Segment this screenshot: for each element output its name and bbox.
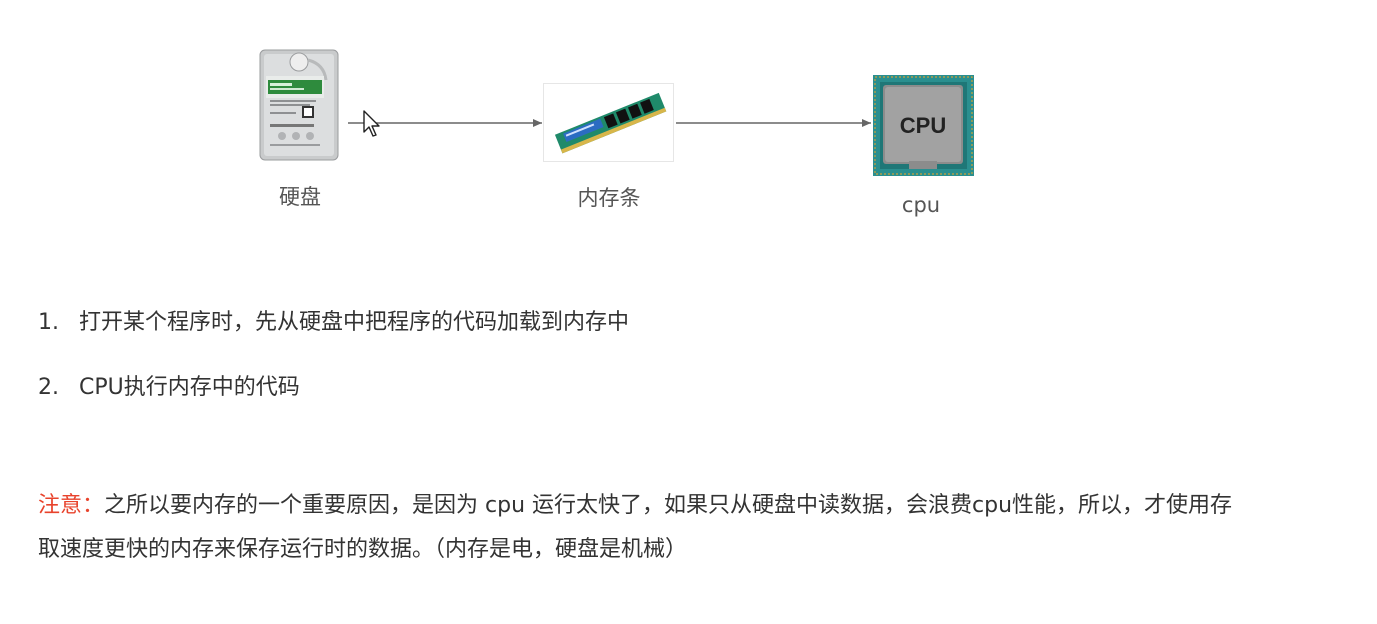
note-label: 注意： [38, 493, 105, 518]
step-text: 打开某个程序时，先从硬盘中把程序的代码加载到内存中 [79, 310, 630, 335]
mouse-pointer-icon [362, 109, 384, 143]
hard-drive-label: 硬盘 [279, 185, 321, 209]
ram-stick-label: 内存条 [577, 186, 641, 210]
step-item: 1. 打开某个程序时，先从硬盘中把程序的代码加载到内存中 [38, 304, 629, 336]
step-number: 1. [38, 310, 59, 335]
cpu-label: cpu [901, 193, 941, 217]
ram-stick-icon [543, 83, 674, 162]
note-paragraph: 注意：之所以要内存的一个重要原因，是因为 cpu 运行太快了，如果只从硬盘中读数… [38, 484, 1253, 572]
step-text: CPU执行内存中的代码 [79, 375, 300, 400]
step-number: 2. [38, 375, 59, 400]
step-item: 2. CPU执行内存中的代码 [38, 369, 300, 401]
note-text: 之所以要内存的一个重要原因，是因为 cpu 运行太快了，如果只从硬盘中读数据，会… [38, 493, 1233, 562]
hard-drive-icon [252, 40, 348, 162]
cpu-chip-icon: CPU [873, 75, 974, 176]
diagram-arrows [348, 119, 871, 127]
cpu-chip-text: CPU [900, 113, 946, 138]
